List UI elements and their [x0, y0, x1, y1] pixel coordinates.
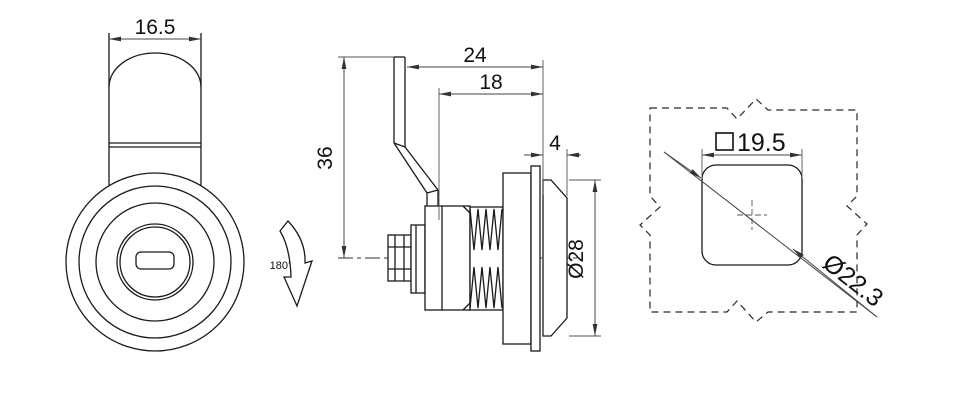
head-diameter-dimension: Ø28 [565, 179, 601, 337]
thread-section [469, 206, 504, 311]
head-depth-dimension: 4 [524, 132, 581, 196]
key-slot [135, 251, 175, 270]
square-size-dimension: 19.5 [701, 129, 803, 178]
dim-head-diameter-label: Ø28 [565, 239, 588, 279]
height-dimension: 36 [314, 56, 394, 258]
dim-cam-width-label: 16.5 [135, 16, 176, 39]
cam-front [108, 33, 202, 193]
lock-body [424, 205, 471, 311]
dim-length-label: 24 [463, 44, 487, 67]
cam-width-dimension: 16.5 [109, 16, 201, 42]
diagonal-dimension-line [663, 151, 878, 318]
lock-face-circles [65, 172, 245, 352]
rotation-arrow-icon [279, 220, 314, 308]
front-view: 16.5 180° [65, 16, 314, 352]
dim-height-label: 36 [314, 146, 337, 169]
dim-thread-length-label: 18 [479, 71, 502, 94]
dim-head-depth-label: 4 [549, 132, 561, 155]
cutout-view: Ø22.3 19.5 [639, 98, 888, 323]
flange [502, 172, 532, 345]
hex-nut [387, 234, 412, 282]
seal-plate [530, 165, 541, 352]
dim-corner-diameter-label: Ø22.3 [817, 249, 888, 313]
thread-length-dimension: 18 [438, 71, 543, 220]
washer [410, 224, 426, 294]
side-view: 36 24 18 4 Ø28 [314, 44, 601, 352]
square-symbol-icon [715, 132, 734, 151]
cam-arm-side [393, 56, 439, 206]
length-dimension: 24 [407, 44, 544, 195]
center-mark [737, 200, 767, 230]
panel-outline [639, 98, 868, 323]
dim-square-size-label: 19.5 [737, 129, 786, 157]
rotation-angle-label: 180° [270, 260, 293, 272]
bezel-head [542, 179, 568, 337]
